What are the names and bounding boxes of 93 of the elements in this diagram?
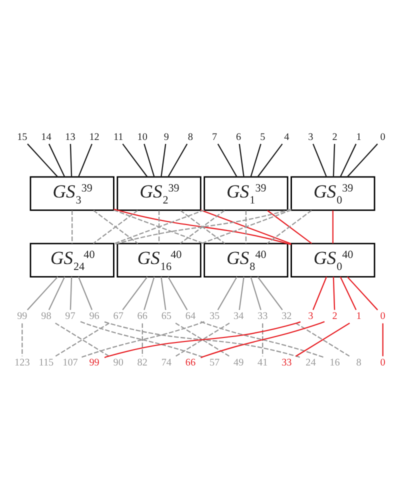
- node-text: 99: [89, 357, 100, 368]
- node-text: 123: [14, 357, 30, 368]
- node-text: 4: [284, 132, 290, 143]
- node-text: 97: [65, 311, 76, 322]
- connector: [168, 144, 188, 178]
- connector: [332, 276, 336, 310]
- node-text: 65: [161, 311, 172, 322]
- node-text: 35: [209, 311, 220, 322]
- node-text: 82: [137, 357, 148, 368]
- connector: [382, 323, 384, 356]
- node-text: 49: [233, 357, 244, 368]
- connector: [245, 210, 247, 244]
- node-text: 0: [380, 132, 386, 143]
- node-text: 64: [185, 311, 196, 322]
- node-text: 115: [38, 357, 54, 368]
- connector: [217, 276, 238, 310]
- connector: [122, 276, 148, 310]
- connector: [346, 276, 378, 310]
- connector: [168, 276, 188, 310]
- node-text: 107: [62, 357, 78, 368]
- node-text: 33: [282, 357, 292, 368]
- connector: [340, 144, 357, 178]
- node-text: 98: [41, 311, 52, 322]
- connector: [250, 144, 262, 178]
- node-text: 2: [332, 132, 338, 143]
- connector: [144, 144, 155, 178]
- connector: [238, 276, 244, 310]
- connector: [340, 276, 357, 310]
- connector: [200, 321, 325, 358]
- connector: [160, 276, 166, 310]
- connector: [70, 144, 72, 177]
- node-text: 0: [380, 311, 386, 322]
- connector: [158, 210, 160, 244]
- connector: [238, 144, 244, 177]
- connector: [114, 208, 292, 246]
- node-text: 3: [308, 132, 314, 143]
- node-text: 9: [164, 132, 169, 143]
- node-text: 12: [89, 132, 100, 143]
- node-text: 7: [212, 132, 218, 143]
- connector: [250, 276, 262, 310]
- node-text: 6: [236, 132, 242, 143]
- node-text: 3: [308, 311, 314, 322]
- node-text: 57: [209, 357, 220, 368]
- node-text: 74: [161, 357, 172, 368]
- node-text: 32: [282, 311, 292, 322]
- connector: [144, 276, 155, 310]
- node-text: 41: [258, 357, 268, 368]
- connector: [257, 276, 283, 310]
- node-text: 33: [258, 311, 268, 322]
- node-text: 13: [65, 132, 76, 143]
- connector: [312, 276, 328, 310]
- connector: [332, 210, 334, 244]
- connector: [104, 321, 301, 358]
- node-text: 14: [41, 132, 52, 143]
- node-text: 0: [380, 357, 386, 368]
- node-text: 5: [260, 132, 266, 143]
- node-text: 11: [113, 132, 124, 143]
- connector: [78, 276, 93, 310]
- connector: [72, 210, 73, 244]
- connector: [332, 144, 336, 177]
- node-text: 16: [330, 357, 340, 368]
- node-text: 2: [332, 311, 338, 322]
- node-text: 1: [356, 311, 362, 322]
- node-text: 15: [17, 132, 28, 143]
- node-text: 1: [356, 132, 362, 143]
- connector: [217, 144, 238, 178]
- connector: [262, 323, 264, 356]
- connector: [70, 276, 72, 310]
- connector: [142, 323, 143, 356]
- connector: [122, 144, 148, 178]
- connector: [26, 276, 58, 310]
- node-text: 66: [185, 357, 196, 368]
- node-text: 34: [233, 311, 244, 322]
- node-text: 8: [188, 132, 194, 143]
- connector: [22, 323, 23, 356]
- node-text: 8: [356, 357, 362, 368]
- node-text: 10: [137, 132, 148, 143]
- node-text: 66: [137, 311, 148, 322]
- connector: [257, 144, 283, 178]
- connector: [78, 144, 92, 178]
- connector: [346, 144, 378, 178]
- connector: [48, 276, 66, 310]
- node-text: 90: [113, 357, 124, 368]
- connector: [312, 144, 328, 178]
- connector: [48, 144, 66, 178]
- node-text: 96: [89, 311, 100, 322]
- node-text: 67: [113, 311, 124, 322]
- node-text: 99: [17, 311, 28, 322]
- connector: [160, 144, 166, 177]
- node-text: 24: [306, 357, 316, 368]
- connector: [27, 144, 58, 178]
- connector: [80, 321, 204, 358]
- connector: [175, 322, 230, 357]
